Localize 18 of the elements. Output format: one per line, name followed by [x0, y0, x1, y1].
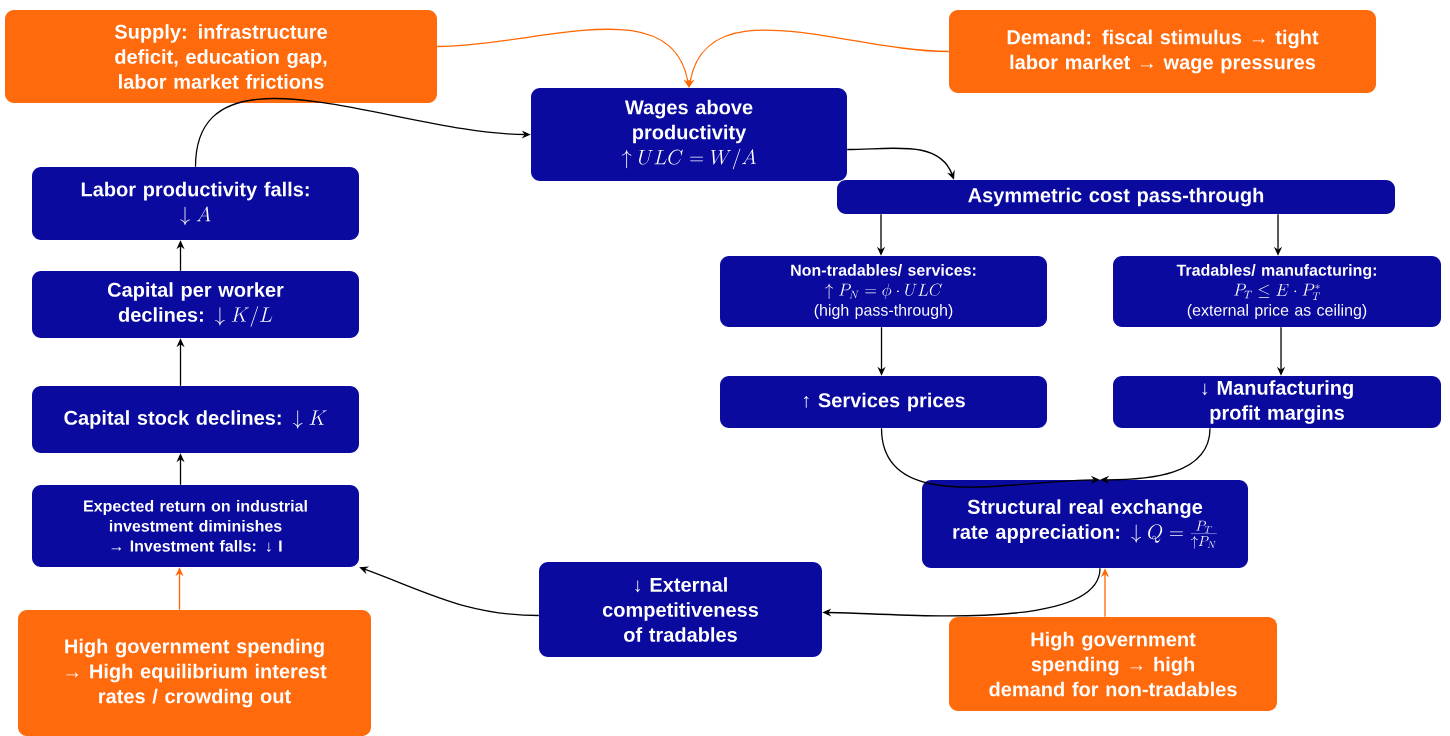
process-box: Non-tradables/ services: $\uparrow P_N = \phi \cdot ULC$ (high pass-through): [720, 256, 1047, 327]
process-box: ↓ External competitiveness of tradables: [539, 562, 822, 657]
arrow: [1100, 427, 1211, 484]
process-box: Structural real exchange rate appreciation: $\downarrow Q = \frac{P_T}{\uparrow P_N}$: [922, 480, 1248, 568]
driver-box: Demand: fiscal stimulus → tight labor market → wage pressures: [949, 10, 1376, 93]
driver-box: Supply: infrastructure deficit, education gap, labor market frictions: [5, 10, 437, 103]
driver-box: High government spending → High equilibrium interest rates / crowding out: [18, 610, 371, 736]
process-box: ↓ Manufacturing profit margins: [1113, 376, 1441, 428]
process-box: Expected return on industrial investment diminishes → Investment falls: ↓ I: [32, 485, 359, 567]
process-box: Capital per worker declines: $\downarrow K/L$: [32, 271, 359, 338]
process-box: Tradables/ manufacturing: $P_T \leq E \cdot P_T^*$ (external price as ceiling): [1113, 256, 1441, 327]
driver-box: High government spending → high demand for non-tradables: [949, 617, 1277, 711]
arrow: [880, 427, 1100, 488]
process-box: ↑ Services prices: [720, 376, 1047, 428]
process-box: Asymmetric cost pass-through: [837, 180, 1395, 214]
process-box: Labor productivity falls: $\downarrow A$: [32, 167, 359, 240]
process-box: Capital stock declines: $\downarrow K$: [32, 386, 359, 453]
process-box: Wages above productivity $\uparrow ULC = W/A$: [531, 88, 847, 181]
